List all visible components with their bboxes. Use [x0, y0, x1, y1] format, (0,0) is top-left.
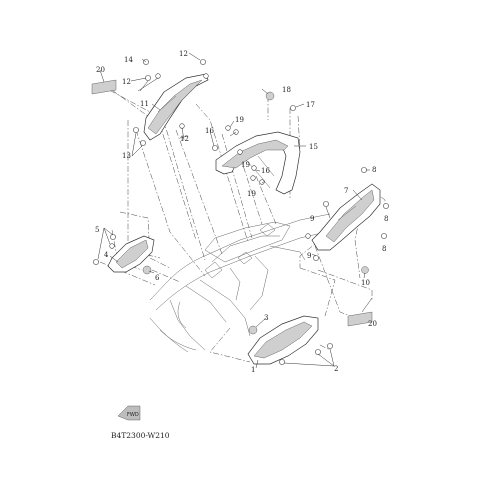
part-11-side-cover-left[interactable] [143, 73, 209, 141]
callout-6: 6 [155, 274, 160, 282]
bolt-9-b[interactable] [313, 255, 319, 261]
callout-12-left: 12 [122, 78, 131, 86]
bolt-12-b[interactable] [155, 73, 161, 79]
assembly-lines [99, 84, 386, 363]
callout-16-left: 16 [205, 127, 214, 135]
part-20-label-right[interactable] [347, 311, 373, 327]
callout-8-mid: 8 [384, 215, 388, 223]
leader-lines [97, 52, 373, 369]
part-3-collar[interactable] [248, 325, 258, 335]
callout-5: 5 [95, 226, 99, 234]
bolt-19-a[interactable] [225, 125, 231, 131]
callout-10: 10 [361, 279, 370, 287]
bolt-5-b[interactable] [109, 243, 115, 249]
bolt-13-b[interactable] [140, 140, 146, 146]
bolt-16-b[interactable] [251, 165, 257, 171]
callout-7: 7 [344, 187, 348, 195]
bolt-5-a[interactable] [110, 234, 116, 240]
callout-15: 15 [309, 143, 318, 151]
callout-18: 18 [282, 86, 291, 94]
bolt-2-a[interactable] [327, 343, 333, 349]
callout-2: 2 [334, 365, 338, 373]
bolt-misc-1[interactable] [237, 149, 243, 155]
part-7-side-cover-right[interactable] [311, 183, 381, 251]
callout-9-low: 9 [307, 252, 311, 260]
bolt-17[interactable] [290, 105, 296, 111]
callout-3: 3 [264, 314, 268, 322]
bolt-12-top[interactable] [200, 59, 206, 65]
callout-8-top: 8 [372, 166, 376, 174]
bolt-13-a[interactable] [133, 127, 139, 133]
callout-19-top: 19 [235, 116, 244, 124]
part-1-lower-panel-right[interactable] [247, 315, 319, 365]
fasteners [93, 59, 389, 365]
callout-20-right: 20 [368, 320, 377, 328]
part-6-collar[interactable] [142, 265, 152, 275]
callout-1: 1 [251, 366, 255, 374]
bolt-8-a[interactable] [361, 167, 367, 173]
bolt-12-c[interactable] [203, 73, 209, 79]
callout-20-top: 20 [96, 66, 105, 74]
bolt-12-a[interactable] [145, 75, 151, 81]
callout-16-mid: 16 [261, 167, 270, 175]
callout-labels: 14 12 12 12 20 11 13 18 17 16 19 16 19 1… [95, 50, 388, 374]
callout-14: 14 [124, 56, 133, 64]
bolt-9-a[interactable] [323, 201, 329, 207]
callout-12-lower: 12 [180, 135, 189, 143]
bolt-19-d[interactable] [250, 175, 256, 181]
callout-12-top: 12 [179, 50, 188, 58]
bolt-19-c[interactable] [259, 179, 265, 185]
callout-8-low: 8 [382, 245, 386, 253]
bolt-16[interactable] [212, 145, 218, 151]
callout-11: 11 [140, 100, 149, 108]
part-15-grab-bar[interactable] [215, 131, 301, 195]
fwd-label: FWD [127, 412, 139, 418]
callout-19-mid: 19 [241, 161, 250, 169]
callout-9-top: 9 [310, 215, 314, 223]
part-10-collar[interactable] [361, 266, 369, 274]
bolt-2-c[interactable] [279, 359, 285, 365]
part-20-label-top-left[interactable] [91, 79, 117, 95]
callout-13: 13 [122, 152, 131, 160]
bolt-8-b[interactable] [383, 203, 389, 209]
bolt-2-b[interactable] [315, 349, 321, 355]
callout-19-low: 19 [247, 190, 256, 198]
diagram-code: B4T2300-W210 [111, 431, 170, 440]
frame-linework [149, 213, 336, 353]
bolt-8-c[interactable] [381, 233, 387, 239]
callout-4: 4 [104, 251, 109, 259]
bolt-12-d[interactable] [179, 123, 185, 129]
part-4-lower-panel-left[interactable] [107, 235, 155, 273]
fwd-arrow-badge: FWD [117, 405, 141, 421]
bolt-5-c[interactable] [93, 259, 99, 265]
bolt-misc-2[interactable] [305, 233, 311, 239]
callout-17: 17 [306, 101, 315, 109]
